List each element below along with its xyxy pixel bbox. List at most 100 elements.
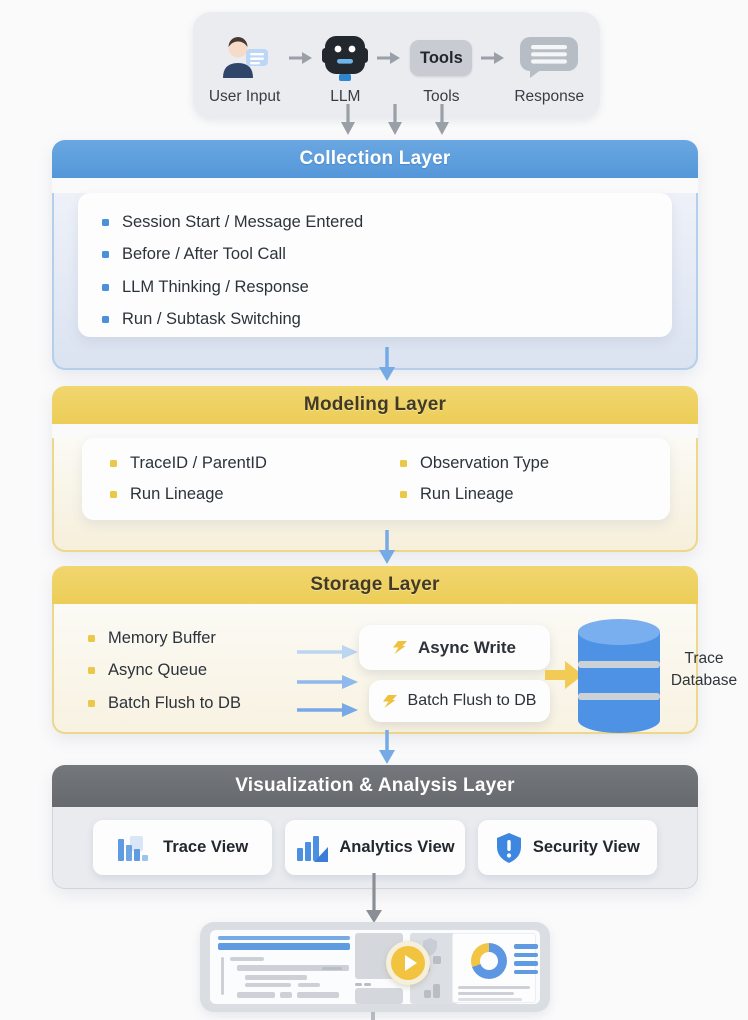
dashboard-panel bbox=[210, 930, 540, 1004]
list-item: TraceID / ParentID bbox=[110, 448, 400, 479]
bullet-icon bbox=[400, 460, 407, 467]
speech-bubble-icon bbox=[518, 29, 580, 87]
bullet-icon bbox=[102, 251, 109, 259]
pipeline-response: Response bbox=[514, 29, 584, 106]
list-item: Run / Subtask Switching bbox=[102, 304, 672, 337]
down-arrow-icon bbox=[379, 730, 395, 764]
list-item-label: Session Start / Message Entered bbox=[122, 212, 364, 231]
down-arrow-icon bbox=[366, 873, 382, 923]
skeleton-line bbox=[218, 936, 350, 940]
skeleton-line bbox=[514, 952, 538, 957]
down-arrow-icon bbox=[341, 104, 355, 135]
flow-arrow-icon bbox=[297, 645, 358, 659]
bar-chart-icon bbox=[118, 835, 149, 861]
skeleton-line bbox=[280, 992, 292, 998]
trace-database-label: Trace Database bbox=[654, 648, 748, 692]
list-item: Async Queue bbox=[88, 655, 241, 688]
async-write-label: Async Write bbox=[418, 637, 516, 657]
analytics-view-card: Analytics View bbox=[285, 820, 465, 875]
skeleton-line bbox=[297, 992, 339, 998]
skeleton-line bbox=[514, 944, 538, 949]
visualization-layer: Visualization & Analysis Layer Trace Vie… bbox=[52, 765, 698, 889]
down-arrow-icon bbox=[379, 347, 395, 381]
collection-layer-title: Collection Layer bbox=[52, 140, 698, 178]
pipeline-tools: Tools Tools bbox=[410, 29, 473, 106]
list-item: Run Lineage bbox=[110, 479, 400, 510]
bullet-icon bbox=[102, 283, 109, 291]
storage-layer: Storage Layer Memory Buffer Async Queue … bbox=[52, 566, 737, 734]
bullet-icon bbox=[102, 218, 109, 226]
visualization-layer-title: Visualization & Analysis Layer bbox=[52, 765, 698, 807]
pipeline-llm: LLM bbox=[322, 29, 369, 106]
flow-arrow-icon bbox=[297, 675, 358, 689]
storage-list: Memory Buffer Async Queue Batch Flush to… bbox=[88, 622, 241, 720]
database-icon bbox=[578, 619, 660, 733]
list-item-label: Async Queue bbox=[108, 661, 208, 680]
modeling-layer-title: Modeling Layer bbox=[52, 386, 698, 424]
list-item-label: Batch Flush to DB bbox=[108, 693, 241, 712]
skeleton-line bbox=[218, 943, 350, 950]
bullet-icon bbox=[88, 667, 95, 675]
skeleton-line bbox=[514, 969, 538, 974]
donut-chart-icon bbox=[471, 943, 507, 979]
skeleton-line bbox=[458, 986, 530, 989]
pipeline-bar: User Input LLM bbox=[193, 12, 600, 118]
skeleton-line bbox=[322, 966, 342, 970]
bullet-icon bbox=[88, 634, 95, 642]
trace-view-label: Trace View bbox=[163, 838, 249, 856]
shield-exclamation-icon bbox=[496, 832, 521, 863]
list-item: Session Start / Message Entered bbox=[102, 206, 672, 239]
bullet-icon bbox=[110, 491, 117, 498]
skeleton-line bbox=[514, 961, 538, 966]
skeleton-line bbox=[237, 992, 275, 998]
security-view-card: Security View bbox=[477, 820, 657, 875]
list-item-label: LLM Thinking / Response bbox=[122, 277, 309, 296]
collection-layer: Collection Layer Session Start / Message… bbox=[52, 140, 698, 370]
skeleton-line bbox=[230, 957, 264, 961]
list-item: Batch Flush to DB bbox=[88, 687, 241, 720]
trace-database-label-line2: Database bbox=[670, 672, 738, 689]
connector-line bbox=[371, 1012, 375, 1020]
skeleton-line bbox=[298, 983, 320, 987]
flow-arrow-icon bbox=[297, 703, 358, 717]
list-item-label: Run Lineage bbox=[130, 485, 224, 503]
bullet-icon bbox=[400, 491, 407, 498]
pipeline-arrow-icon bbox=[481, 29, 505, 87]
bullet-icon bbox=[102, 316, 109, 324]
storage-layer-title: Storage Layer bbox=[52, 566, 698, 604]
skeleton-line bbox=[433, 956, 441, 964]
async-write-card: Async Write bbox=[359, 625, 550, 670]
skeleton-line bbox=[458, 992, 514, 995]
llm-label: LLM bbox=[330, 88, 361, 105]
analytics-chart-icon bbox=[297, 835, 329, 862]
skeleton-line bbox=[364, 983, 371, 986]
list-item-label: Before / After Tool Call bbox=[122, 245, 286, 264]
yellow-arrow-icon bbox=[545, 661, 583, 689]
skeleton-line bbox=[424, 990, 431, 998]
list-item-label: Run Lineage bbox=[420, 485, 514, 503]
list-item: Before / After Tool Call bbox=[102, 239, 672, 272]
tools-box-icon: Tools bbox=[410, 40, 473, 76]
list-item-label: Observation Type bbox=[420, 454, 550, 472]
list-item: Memory Buffer bbox=[88, 622, 241, 655]
user-input-icon bbox=[219, 29, 271, 87]
response-label: Response bbox=[514, 88, 585, 105]
list-item: Observation Type bbox=[400, 448, 670, 479]
bolt-icon bbox=[382, 694, 397, 708]
play-button bbox=[386, 941, 430, 985]
skeleton-line bbox=[221, 957, 224, 995]
skeleton-line bbox=[237, 965, 349, 971]
robot-icon bbox=[322, 29, 369, 87]
trace-database-label-line1: Trace bbox=[684, 650, 724, 667]
media-pane bbox=[355, 988, 403, 1004]
skeleton-line bbox=[355, 983, 362, 986]
modeling-card: TraceID / ParentID Run Lineage Observati… bbox=[82, 438, 670, 520]
dashboard-preview bbox=[200, 922, 550, 1012]
bolt-icon bbox=[393, 641, 408, 654]
security-view-label: Security View bbox=[532, 838, 640, 856]
batch-flush-card: Batch Flush to DB bbox=[369, 680, 550, 722]
pipeline-arrow-icon bbox=[377, 29, 401, 87]
bullet-icon bbox=[110, 460, 117, 467]
trace-view-card: Trace View bbox=[93, 820, 273, 875]
